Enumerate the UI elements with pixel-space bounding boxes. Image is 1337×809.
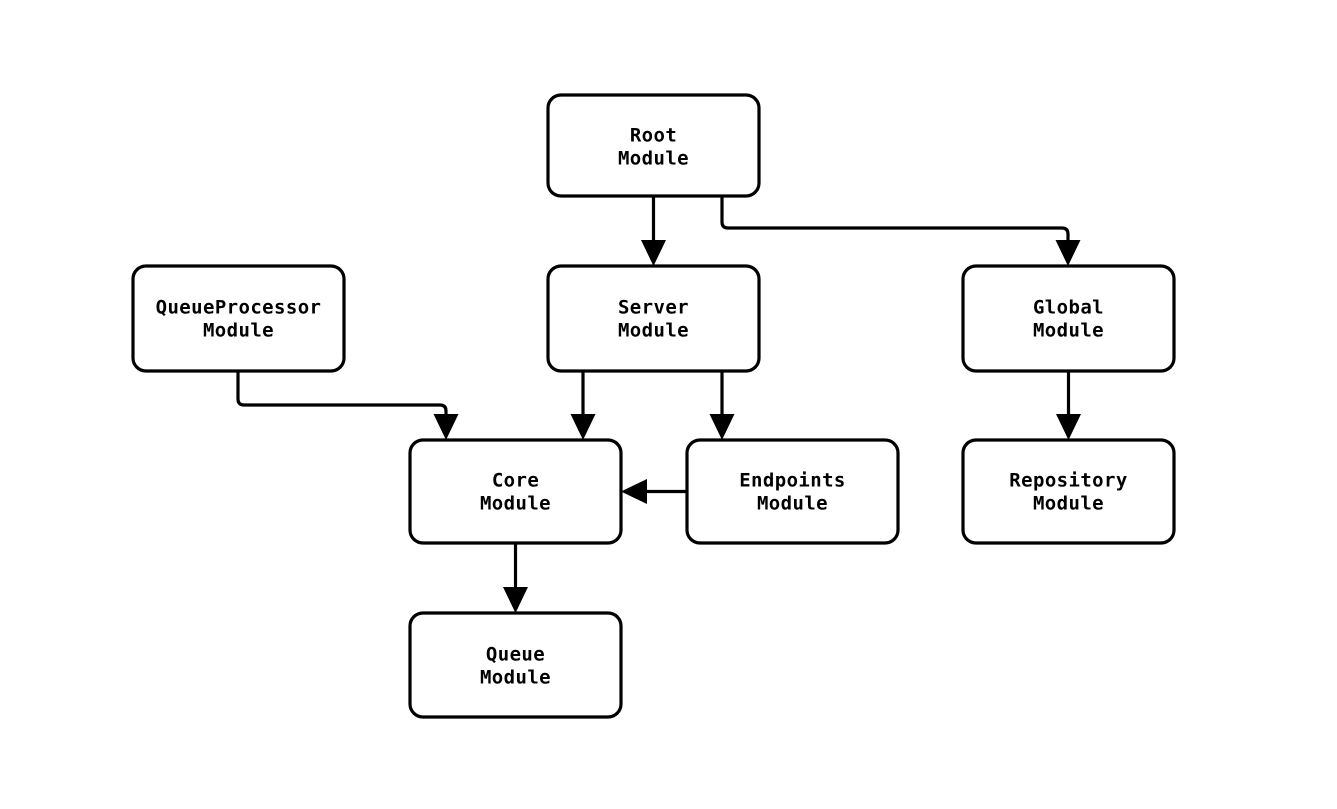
edge-server-to-core-arrowhead — [570, 414, 596, 440]
node-queueprocessor-module-label-line1: QueueProcessor — [156, 297, 322, 319]
edge-queueprocessor-to-core-line — [236, 371, 448, 424]
node-core-module-label-line1: Core — [492, 470, 539, 492]
edge-root-to-global-line — [720, 196, 1070, 250]
node-queueprocessor-module-label-line2: Module — [203, 320, 274, 342]
node-root-module-label-line1: Root — [630, 125, 677, 147]
edge-endpoints-to-core-arrowhead — [621, 479, 647, 504]
nodes-layer: Root Module QueueProcessor Module Server… — [131, 93, 1176, 719]
node-queue-module-label-line2: Module — [480, 667, 551, 689]
node-endpoints-module-label-line1: Endpoints — [739, 470, 846, 492]
node-server-module-box[interactable] — [546, 264, 761, 373]
node-global-module-label-line2: Module — [1033, 320, 1104, 342]
node-queue-module-box[interactable] — [408, 611, 623, 719]
edge-server-to-core — [570, 371, 596, 440]
edges-layer — [236, 196, 1081, 613]
edge-root-to-global — [720, 196, 1081, 266]
node-root-module[interactable]: Root Module — [546, 93, 761, 198]
edge-root-to-global-arrowhead — [1055, 240, 1081, 266]
edge-root-to-server — [641, 196, 666, 266]
edge-server-to-endpoints-arrowhead — [709, 414, 735, 440]
node-queue-module-label-line1: Queue — [486, 644, 545, 666]
node-repository-module-box[interactable] — [961, 438, 1176, 545]
node-core-module-label-line2: Module — [480, 493, 551, 515]
node-root-module-label-line2: Module — [618, 148, 689, 170]
node-repository-module-label-line1: Repository — [1009, 470, 1127, 492]
edge-global-to-repository — [1056, 371, 1081, 440]
node-endpoints-module-label-line2: Module — [757, 493, 828, 515]
node-core-module-box[interactable] — [408, 438, 623, 545]
node-root-module-box[interactable] — [546, 93, 761, 198]
node-repository-module[interactable]: Repository Module — [961, 438, 1176, 545]
node-endpoints-module[interactable]: Endpoints Module — [685, 438, 900, 545]
node-endpoints-module-box[interactable] — [685, 438, 900, 545]
edge-core-to-queue — [503, 543, 528, 613]
edge-core-to-queue-arrowhead — [503, 587, 528, 613]
node-repository-module-label-line2: Module — [1033, 493, 1104, 515]
edge-queueprocessor-to-core-arrowhead — [433, 414, 459, 440]
node-queueprocessor-module[interactable]: QueueProcessor Module — [131, 264, 346, 373]
node-queueprocessor-module-box[interactable] — [131, 264, 346, 373]
edge-root-to-server-arrowhead — [641, 240, 666, 266]
node-server-module-label-line2: Module — [618, 320, 689, 342]
edge-queueprocessor-to-core — [236, 371, 459, 440]
node-global-module-label-line1: Global — [1033, 297, 1104, 319]
edge-global-to-repository-arrowhead — [1056, 414, 1081, 440]
node-core-module[interactable]: Core Module — [408, 438, 623, 545]
node-queue-module[interactable]: Queue Module — [408, 611, 623, 719]
edge-server-to-endpoints — [709, 371, 735, 440]
node-server-module-label-line1: Server — [618, 297, 689, 319]
node-global-module[interactable]: Global Module — [961, 264, 1176, 373]
edge-endpoints-to-core — [621, 479, 687, 504]
node-server-module[interactable]: Server Module — [546, 264, 761, 373]
node-global-module-box[interactable] — [961, 264, 1176, 373]
